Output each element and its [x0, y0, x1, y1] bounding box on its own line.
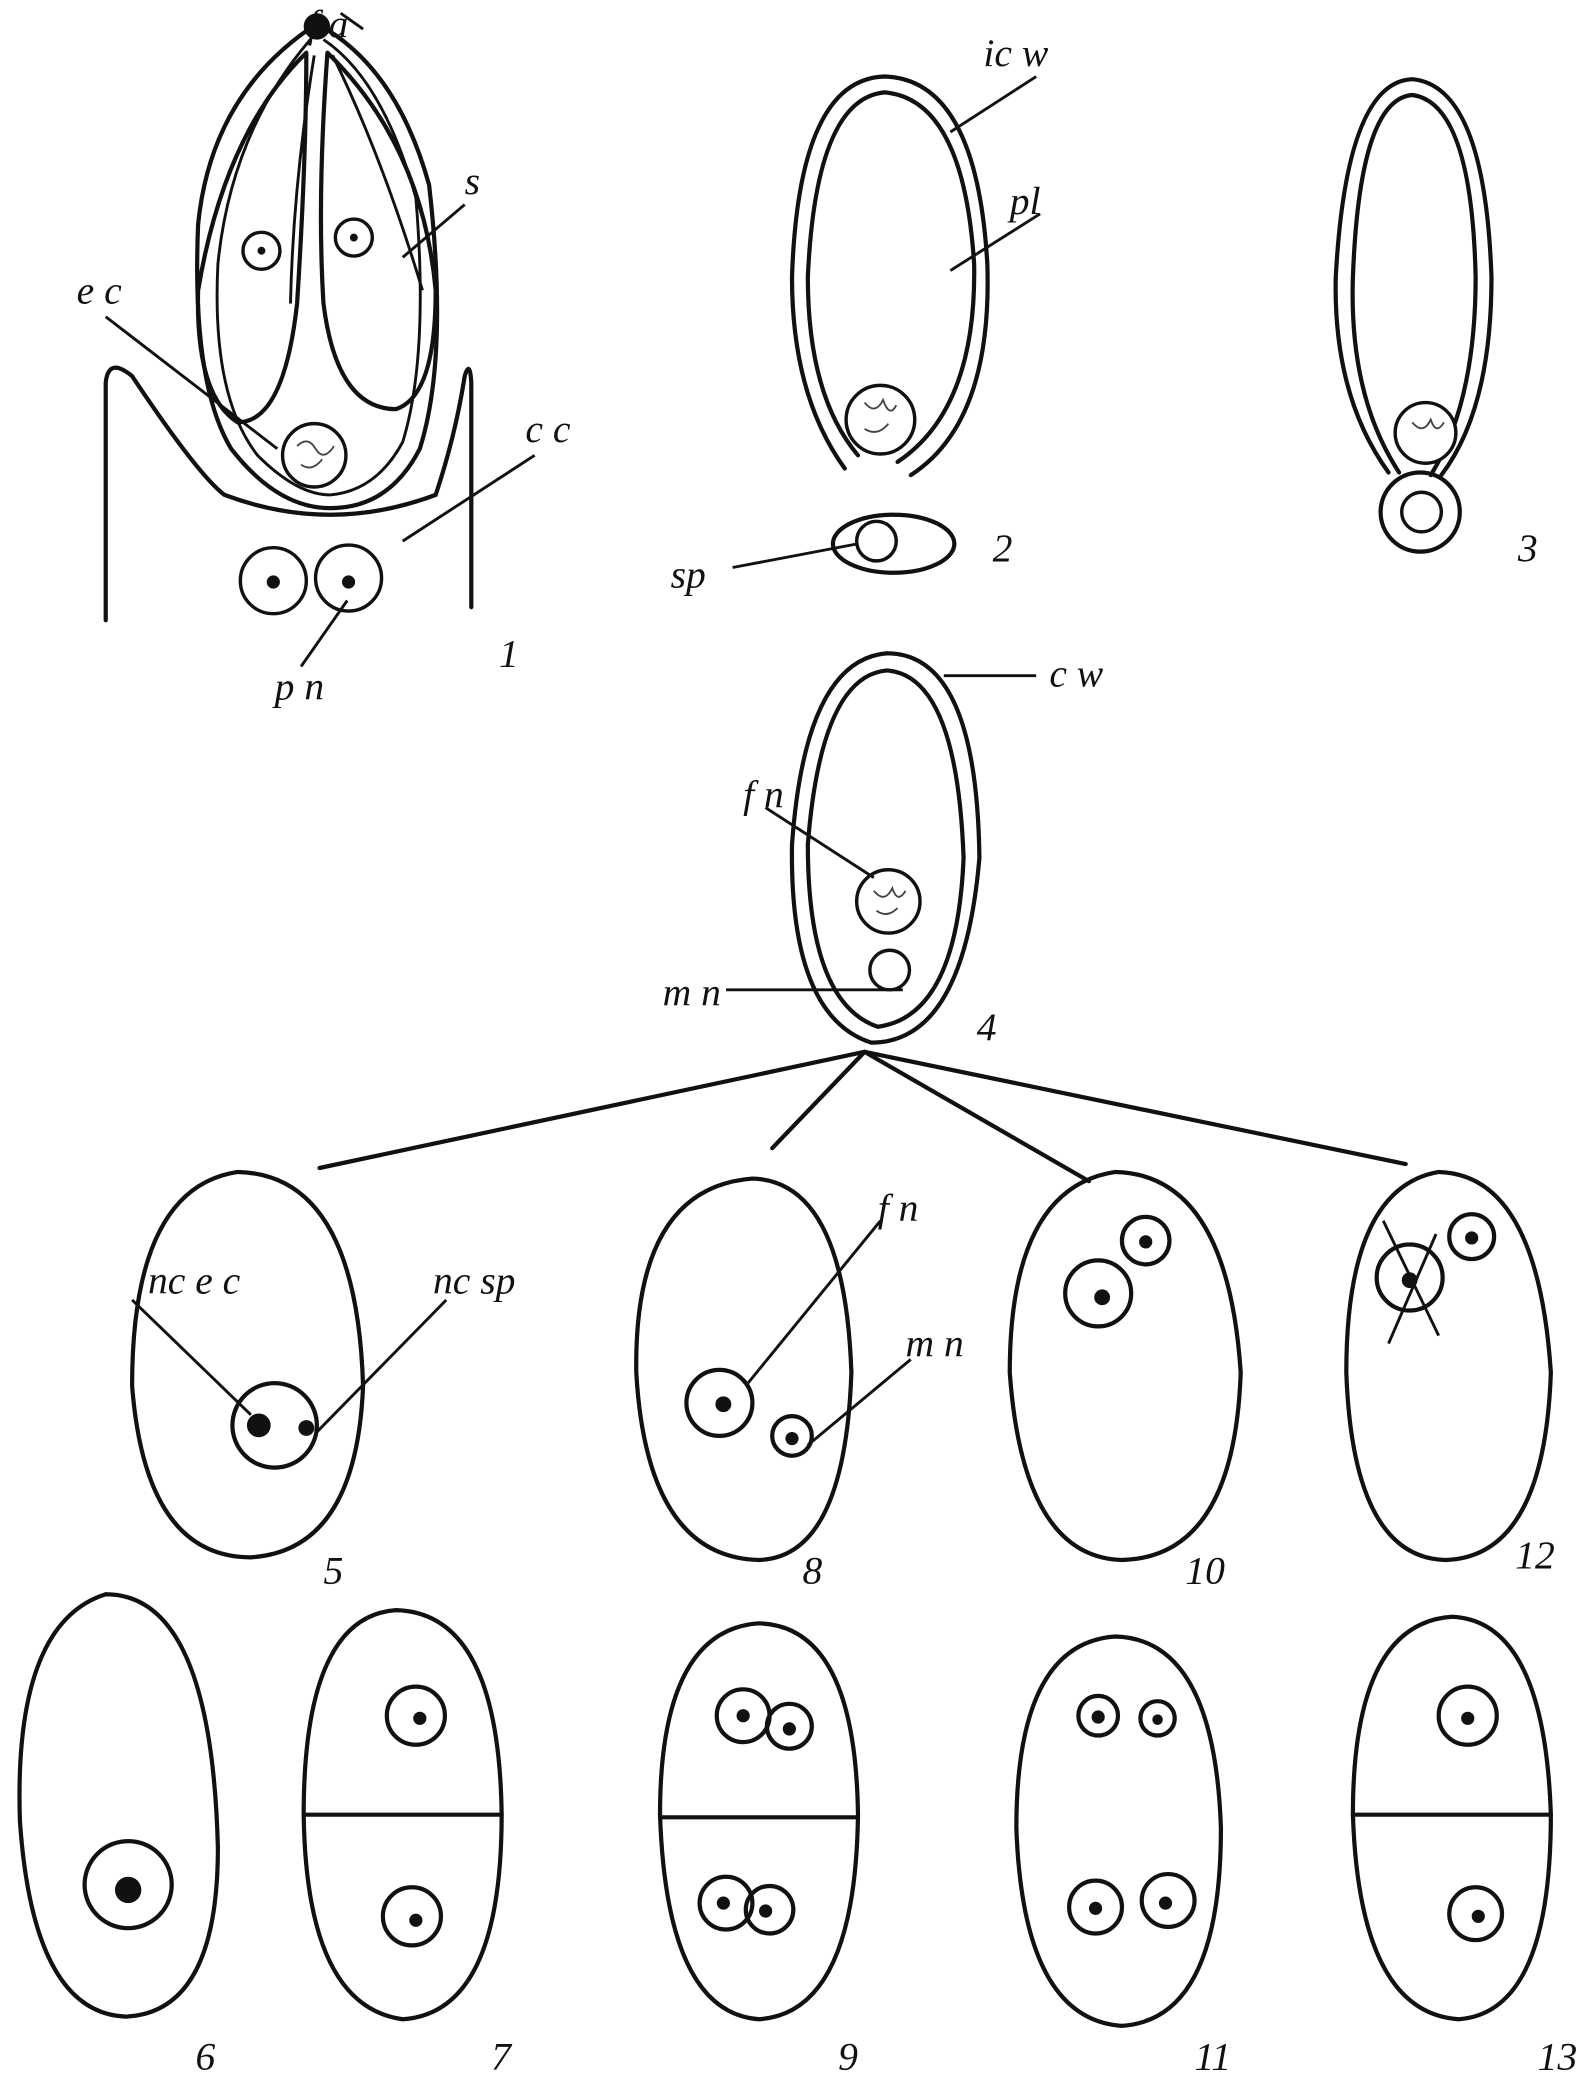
sperm-bulb [1378, 470, 1462, 554]
label-ncec: nc e c [148, 1258, 241, 1302]
figure-3-sperm-entry: 3 [1333, 77, 1538, 570]
figure-10: 10 [1007, 1169, 1243, 1593]
figure-number-3: 3 [1517, 526, 1538, 570]
male-nucleus [868, 948, 912, 992]
figure-number-6: 6 [195, 2034, 215, 2076]
figure-6: 6 [17, 1592, 221, 2076]
figure-8: f n m n 8 [634, 1176, 964, 1593]
figure-number-11: 11 [1195, 2034, 1232, 2076]
figure-number-4: 4 [977, 1005, 997, 1049]
label-mn: m n [906, 1322, 964, 1366]
figure-11: 11 [1014, 1634, 1232, 2076]
figure-7: 7 [301, 1608, 513, 2076]
figure-13: 13 [1350, 1614, 1578, 2076]
figure-5: nc e c nc sp 5 [130, 1169, 515, 1593]
egg-cell-outer-wall [195, 21, 440, 511]
label-ec: e c [77, 269, 122, 313]
label-icw: ic w [983, 31, 1048, 75]
synergid-right [318, 50, 438, 412]
label-pn: p n [272, 664, 324, 708]
label-fn: f n [743, 773, 784, 817]
filiform-apparatus [303, 13, 331, 40]
figure-1-archegonium: f a s e c c c p n 1 [77, 2, 571, 709]
figure-number-12: 12 [1515, 1533, 1555, 1577]
figure-9: 9 [657, 1621, 861, 2076]
figure-number-1: 1 [499, 631, 519, 675]
figure-number-7: 7 [491, 2034, 513, 2076]
archegonium-wall [103, 365, 474, 623]
nucleus [230, 1381, 319, 1470]
figure-number-2: 2 [993, 526, 1013, 570]
egg-nucleus [844, 383, 917, 456]
label-cw: c w [1049, 651, 1103, 695]
figure-number-5: 5 [323, 1549, 343, 1593]
label-fn: f n [878, 1186, 919, 1230]
figure-number-9: 9 [838, 2034, 858, 2076]
label-fa: f a [308, 2, 349, 46]
sperm-cell [830, 512, 957, 575]
label-sp: sp [671, 552, 706, 596]
figure-number-10: 10 [1185, 1549, 1225, 1593]
branch-lines [317, 1049, 1408, 1184]
figure-4-zygote: c w f n m n 4 [663, 651, 1104, 1049]
figure-2-egg-with-sperm: ic w pl sp 2 [671, 31, 1049, 596]
synergid-left [195, 50, 309, 425]
figure-number-13: 13 [1538, 2034, 1578, 2076]
label-s: s [465, 159, 480, 203]
female-nucleus [854, 868, 922, 935]
figure-12: 12 [1344, 1169, 1555, 1577]
label-pl: pl [1007, 179, 1041, 223]
label-cc: c c [525, 407, 570, 451]
egg-nucleus [1393, 400, 1458, 465]
label-ncsp: nc sp [433, 1258, 515, 1302]
egg-nucleus [280, 421, 348, 489]
degenerated-cross [1381, 1220, 1440, 1337]
label-mn: m n [663, 971, 721, 1015]
figure-number-8: 8 [803, 1549, 823, 1593]
